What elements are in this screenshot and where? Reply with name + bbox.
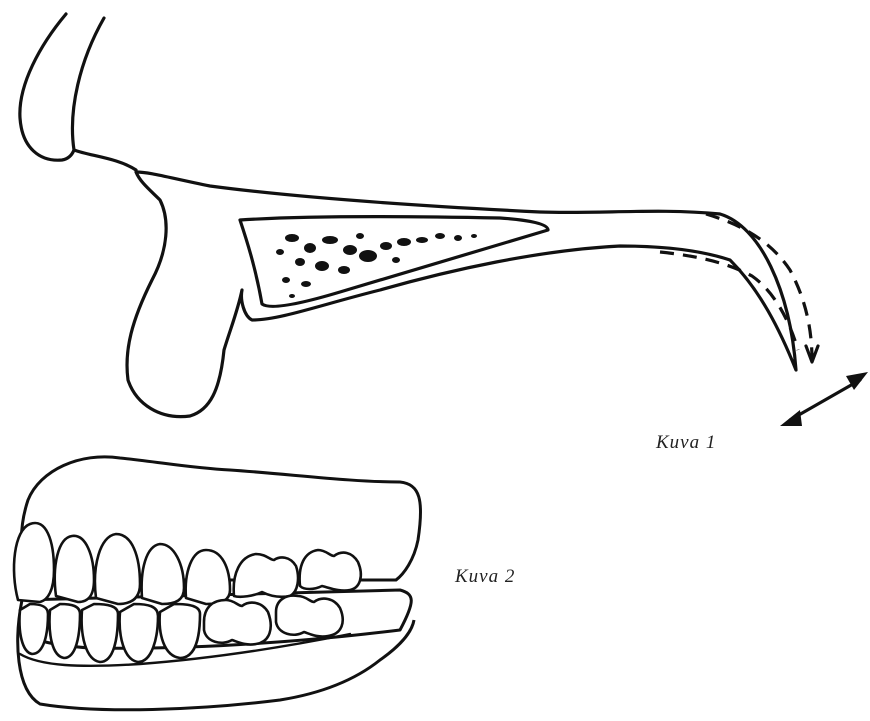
lower-tooth-5 [160,604,200,658]
lower-tooth-7 [276,596,343,637]
upper-tooth-6 [234,554,298,597]
arrowhead-lower-left-icon [780,410,802,426]
upper-lip-outline [20,14,104,160]
lower-tooth-1 [20,604,49,654]
jaw-cross-section-drawing [20,14,868,426]
lower-tooth-2 [50,604,80,658]
lower-tooth-6 [204,600,271,645]
jaw-outer-outline [127,172,796,417]
figure-1-caption: Kuva 1 [656,432,716,454]
upper-tooth-7 [300,550,361,591]
figure-2-caption: Kuva 2 [455,566,515,588]
connector-line [74,150,136,170]
denture-flange-dashed-outline [706,214,812,360]
upper-tooth-1 [14,523,54,602]
upper-tooth-3 [95,534,140,604]
upper-tooth-2 [55,536,94,602]
denture-set-drawing [14,457,421,710]
lower-tooth-3 [82,604,118,662]
denture-flange-inner-dashed [660,252,798,350]
cancellous-bone-pattern [276,233,477,298]
